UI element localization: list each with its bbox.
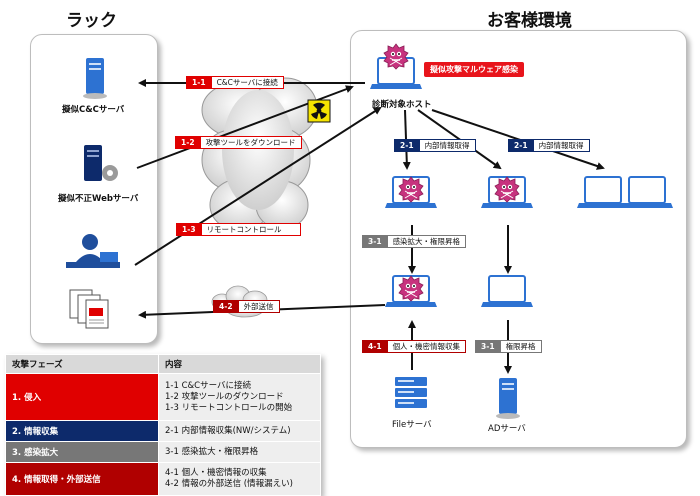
table-header-row: 攻撃フェーズ 内容	[5, 354, 321, 374]
edge-number: 3-1	[475, 340, 501, 353]
edge-label-2-1-right: 2-1 内部情報取得	[508, 139, 590, 152]
edge-label-1-1: 1-1 C&Cサーバに接続	[186, 76, 284, 89]
server-icon	[83, 58, 107, 99]
edge-number: 1-3	[176, 223, 202, 236]
web-server-icon	[84, 145, 118, 181]
edge-text: 内部情報取得	[419, 139, 476, 152]
edge-label-4-1: 4-1 個人・機密情報収集	[362, 340, 467, 353]
pc-icon	[620, 176, 674, 209]
content-line: 4-2 情報の外部送信 (情報漏えい)	[165, 479, 293, 489]
hazard-icon	[307, 99, 331, 123]
edge-number: 4-1	[362, 340, 388, 353]
edge-number: 2-1	[508, 139, 534, 152]
target-host-label: 診断対象ホスト	[372, 100, 432, 110]
internet-cloud	[201, 77, 318, 232]
phase-cell: 3. 感染拡大	[5, 441, 159, 463]
edge-number: 2-1	[394, 139, 420, 152]
infected-pc-icon	[384, 176, 438, 209]
edge-text: リモートコントロール	[201, 223, 301, 236]
edge-text: 内部情報取得	[533, 139, 590, 152]
edge-text: 個人・機密情報収集	[387, 340, 467, 353]
pc-icon	[576, 176, 630, 209]
content-line: 1-1 C&Cサーバに接続	[165, 380, 251, 391]
rack-title: ラック	[66, 11, 117, 31]
web-server-label: 擬似不正Webサーバ	[58, 194, 139, 204]
attack-phase-table: 攻撃フェーズ 内容 1. 侵入 1-1 C&Cサーバに接続 1-2 攻撃ツールの…	[5, 354, 321, 496]
edge-text: 権限昇格	[500, 340, 542, 353]
edge-text: 攻撃ツールをダウンロード	[200, 136, 302, 149]
edge-number: 1-1	[186, 76, 212, 89]
edge-label-1-2: 1-2 攻撃ツールをダウンロード	[175, 136, 302, 149]
file-server-label: Fileサーバ	[392, 420, 432, 430]
content-line: 2-1 内部情報収集(NW/システム)	[165, 425, 291, 436]
phase-cell: 4. 情報取得・外部送信	[5, 462, 159, 496]
infected-pc-icon	[480, 176, 534, 209]
arrow-1-3	[134, 106, 382, 266]
pc-icon	[480, 275, 534, 308]
ad-server-label: ADサーバ	[488, 424, 526, 434]
edge-text: C&Cサーバに接続	[211, 76, 284, 89]
phase-cell: 2. 情報収集	[5, 420, 159, 442]
edge-text: 感染拡大・権限昇格	[387, 235, 467, 248]
file-server-icon	[395, 377, 427, 408]
ad-server-icon	[496, 378, 520, 419]
edge-number: 3-1	[362, 235, 388, 248]
edge-label-1-3: 1-3 リモートコントロール	[176, 223, 301, 236]
table-header: 攻撃フェーズ	[5, 354, 159, 374]
target-host-pc-icon	[369, 43, 423, 90]
edge-label-3-1-left: 3-1 感染拡大・権限昇格	[362, 235, 467, 248]
edge-label-2-1-left: 2-1 内部情報取得	[394, 139, 476, 152]
content-line: 3-1 感染拡大・権限昇格	[165, 446, 259, 457]
table-row: 3. 感染拡大 3-1 感染拡大・権限昇格	[5, 441, 321, 463]
content-cell: 3-1 感染拡大・権限昇格	[158, 441, 321, 463]
customer-title: お客様環境	[487, 11, 572, 31]
content-cell: 1-1 C&Cサーバに接続 1-2 攻撃ツールのダウンロード 1-3 リモートコ…	[158, 373, 321, 421]
infected-pc-icon	[384, 275, 438, 308]
edge-number: 4-2	[213, 300, 239, 313]
edge-label-4-2: 4-2 外部送信	[213, 300, 280, 313]
edge-text: 外部送信	[238, 300, 280, 313]
operator-icon	[66, 234, 120, 268]
content-cell: 2-1 内部情報収集(NW/システム)	[158, 420, 321, 442]
table-row: 2. 情報収集 2-1 内部情報収集(NW/システム)	[5, 420, 321, 442]
content-line: 1-2 攻撃ツールのダウンロード	[165, 391, 284, 402]
edge-number: 1-2	[175, 136, 201, 149]
content-line: 4-1 個人・機密情報の収集	[165, 468, 267, 478]
content-cell: 4-1 個人・機密情報の収集 4-2 情報の外部送信 (情報漏えい)	[158, 462, 321, 496]
documents-icon	[69, 289, 109, 329]
malware-infection-label: 擬似攻撃マルウェア感染	[424, 62, 524, 77]
phase-cell: 1. 侵入	[5, 373, 159, 421]
table-row: 4. 情報取得・外部送信 4-1 個人・機密情報の収集 4-2 情報の外部送信 …	[5, 462, 321, 496]
content-line: 1-3 リモートコントロールの開始	[165, 402, 293, 413]
table-header: 内容	[158, 354, 321, 374]
table-row: 1. 侵入 1-1 C&Cサーバに接続 1-2 攻撃ツールのダウンロード 1-3…	[5, 373, 321, 421]
edge-label-3-1-right: 3-1 権限昇格	[475, 340, 542, 353]
cc-server-label: 擬似C&Cサーバ	[62, 105, 125, 115]
